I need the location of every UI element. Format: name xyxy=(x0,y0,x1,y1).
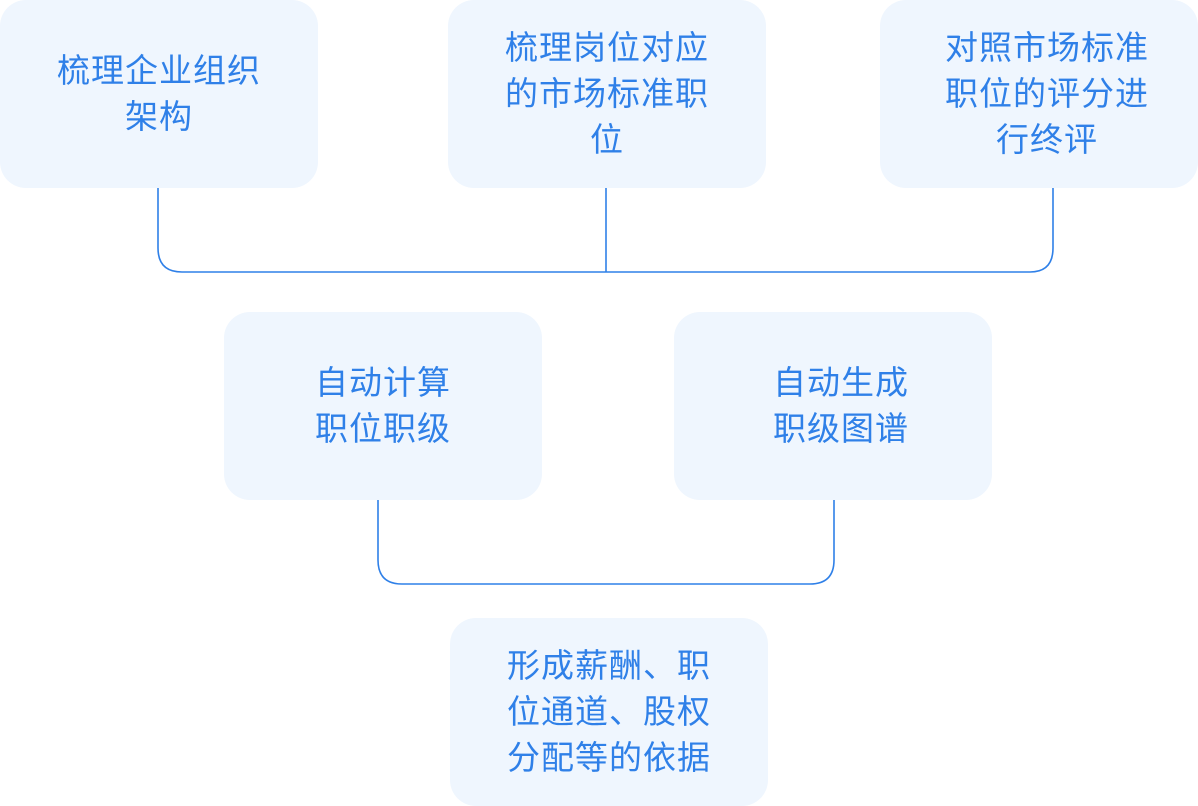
node-auto-gen-map-text: 自动生成 职级图谱 xyxy=(773,363,909,448)
node-basis-output-text: 形成薪酬、职 位通道、股权 分配等的依据 xyxy=(507,646,711,777)
node-final-evaluation-text: 对照市场标准 职位的评分进 行终评 xyxy=(945,28,1149,159)
node-org-structure: 梳理企业组织 架构 xyxy=(0,0,318,188)
node-basis-output: 形成薪酬、职 位通道、股权 分配等的依据 xyxy=(450,618,768,806)
node-org-structure-text: 梳理企业组织 架构 xyxy=(57,51,261,136)
node-auto-gen-map: 自动生成 职级图谱 xyxy=(674,312,992,500)
node-auto-calc-grade-text: 自动计算 职位职级 xyxy=(315,363,451,448)
node-market-position: 梳理岗位对应 的市场标准职 位 xyxy=(448,0,766,188)
node-final-evaluation: 对照市场标准 职位的评分进 行终评 xyxy=(880,0,1198,188)
node-auto-calc-grade: 自动计算 职位职级 xyxy=(224,312,542,500)
connector-bottom-group xyxy=(377,500,835,585)
node-market-position-text: 梳理岗位对应 的市场标准职 位 xyxy=(505,28,709,159)
